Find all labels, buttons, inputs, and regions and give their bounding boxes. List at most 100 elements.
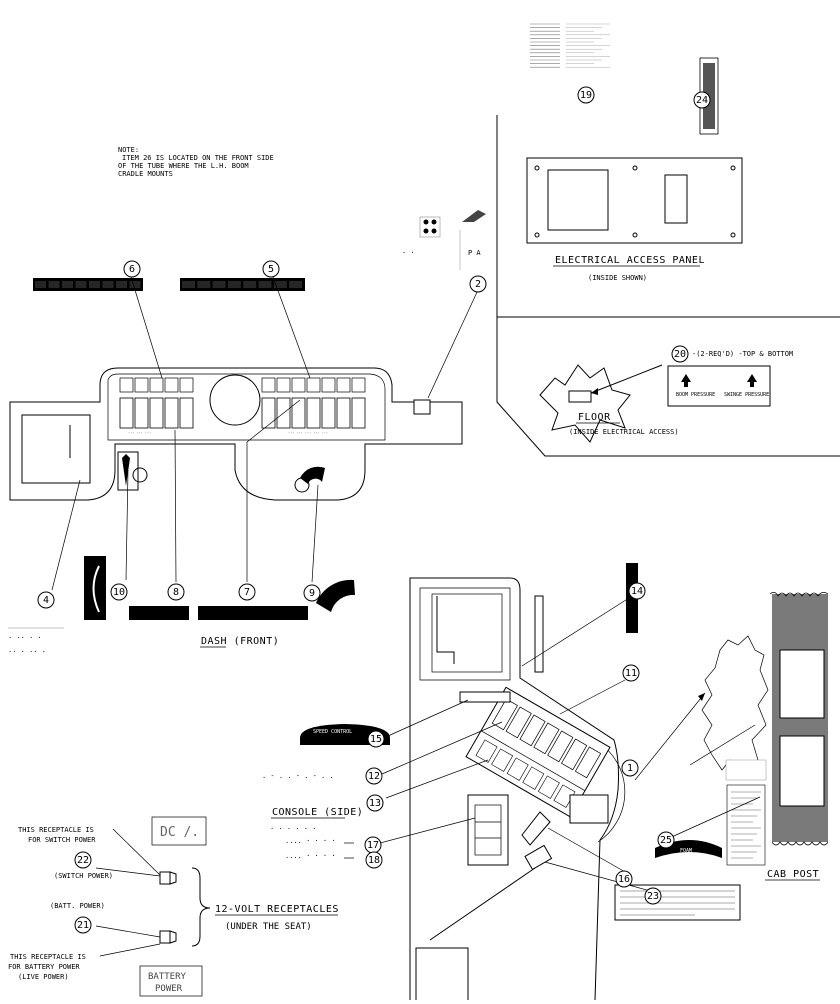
receptacles-subtitle: (UNDER THE SEAT) <box>225 922 312 932</box>
console-rocker-switch <box>505 706 532 739</box>
dash-decal-strip-right <box>180 278 305 291</box>
console-rocker-switch <box>506 757 529 781</box>
dash-indicator <box>336 377 351 393</box>
callout-circle <box>693 91 711 109</box>
callout-5: 5 <box>262 260 280 278</box>
callout-4: 4 <box>37 591 55 609</box>
callout-circle <box>365 851 383 869</box>
callout-15: 15 <box>367 730 385 748</box>
callout-2: 2 <box>469 275 487 293</box>
console-rocker-switch <box>547 730 574 763</box>
callout-circle <box>110 583 128 601</box>
console-rocker-switch <box>522 766 545 790</box>
dash-indicator <box>134 377 149 393</box>
callout-number: 5 <box>268 264 274 275</box>
callout-circle <box>365 767 383 785</box>
strip-cell <box>102 281 114 288</box>
floor-decal-right: SWINGE PRESSURE <box>724 392 769 398</box>
console-rocker-switch <box>561 738 588 771</box>
foam-decal: FOAM <box>680 848 692 854</box>
callout-number: 4 <box>43 595 49 606</box>
dash-lower-decals: . .. . . .. . .. . <box>8 556 355 654</box>
svg-text:.... · · · ·: .... · · · · <box>285 837 336 845</box>
note-line-2: ITEM 26 IS LOCATED ON THE FRONT SIDE <box>122 154 274 162</box>
callout-number: 20 <box>674 349 686 360</box>
callout-number: 23 <box>647 891 659 902</box>
callout-17: 17 <box>364 836 382 854</box>
batt-note-line-3: (LIVE POWER) <box>18 973 69 981</box>
strip-cell <box>289 281 303 288</box>
receptacles-section: THIS RECEPTACLE IS FOR SWITCH POWER (SWI… <box>8 816 338 997</box>
console-panel-divider <box>480 730 586 791</box>
switch-power-label: (SWITCH POWER) <box>54 872 113 880</box>
dash-indicator <box>351 377 366 393</box>
svg-text:. . . . . .: . . . . . . <box>270 823 316 831</box>
callout-circle <box>622 664 640 682</box>
callout-circle <box>621 759 639 777</box>
cab-post-title: CAB POST <box>767 869 819 880</box>
callout-24: 24 <box>693 91 711 109</box>
callout-number: 19 <box>580 90 592 101</box>
floor-title: FLOOR <box>578 412 611 423</box>
callout-circle <box>123 260 141 278</box>
callout-20: 20 <box>671 345 689 363</box>
console-decals: SPEED CONTROL FOAM <box>300 563 741 921</box>
callout-6: 6 <box>123 260 141 278</box>
floor-decal-left: BOOM PRESSURE <box>676 392 715 398</box>
floor-callout-text: -(2-REQ'D) -TOP & BOTTOM <box>692 350 793 358</box>
strip-cell <box>62 281 73 288</box>
callout-11: 11 <box>622 664 640 682</box>
dash-rocker-switch <box>306 397 321 429</box>
svg-text:.. . .. .: .. . .. . <box>8 646 46 654</box>
floor-subtitle: (INSIDE ELECTRICAL ACCESS) <box>569 428 679 436</box>
console-rocker-switch <box>475 739 498 763</box>
callout-circle <box>644 887 662 905</box>
callout-number: 15 <box>370 734 382 745</box>
callout-circle <box>367 730 385 748</box>
strip-cell <box>197 281 211 288</box>
strip-cell <box>273 281 287 288</box>
floor-section: BOOM PRESSURE SWINGE PRESSURE -(2-REQ'D)… <box>539 350 793 443</box>
svg-text:. .. . .: . .. . . <box>8 632 42 640</box>
callout-number: 16 <box>618 874 630 885</box>
callout-number: 6 <box>129 264 135 275</box>
strip-cell <box>212 281 226 288</box>
callout-13: 13 <box>366 794 384 812</box>
dash-rocker-switch <box>291 397 306 429</box>
callout-number: 2 <box>475 279 481 290</box>
callout-number: 11 <box>625 668 637 679</box>
speed-control-decal: SPEED CONTROL <box>313 729 352 735</box>
callout-10: 10 <box>110 583 128 601</box>
callout-circle <box>671 345 689 363</box>
dash-rocker-switch <box>164 397 179 429</box>
svg-text:· ·: · · <box>402 249 415 257</box>
strip-cell <box>258 281 272 288</box>
callout-circle <box>615 870 633 888</box>
strip-cell <box>243 281 257 288</box>
callout-circle <box>469 275 487 293</box>
callout-7: 7 <box>238 583 256 601</box>
dash-rocker-switch <box>179 397 194 429</box>
dc-decal: DC /. <box>160 825 199 840</box>
console-rocker-switch <box>491 698 518 731</box>
strip-cell <box>48 281 60 288</box>
callout-number: 24 <box>696 95 708 106</box>
callout-circle <box>366 794 384 812</box>
section-borders <box>496 115 840 457</box>
dash-indicator <box>179 377 194 393</box>
callout-8: 8 <box>167 583 185 601</box>
callout-22: 22 <box>74 851 92 869</box>
dash-front: ··· ··· ··· ··· ··· ··· ··· ··· DASH (FR… <box>9 367 463 648</box>
dash-indicator <box>306 377 321 393</box>
electrical-access-panel: ELECTRICAL ACCESS PANEL (INSIDE SHOWN) <box>526 57 743 282</box>
console-rocker-switch <box>519 714 546 747</box>
note-block: NOTE: ITEM 26 IS LOCATED ON THE FRONT SI… <box>118 146 274 178</box>
console-rocker-switch <box>491 748 514 772</box>
callout-number: 10 <box>113 587 125 598</box>
callout-number: 13 <box>369 798 381 809</box>
strip-cell <box>227 281 241 288</box>
strip-cell <box>89 281 100 288</box>
callout-circle <box>37 591 55 609</box>
callout-9: 9 <box>303 584 321 602</box>
strip-cell <box>182 281 195 288</box>
